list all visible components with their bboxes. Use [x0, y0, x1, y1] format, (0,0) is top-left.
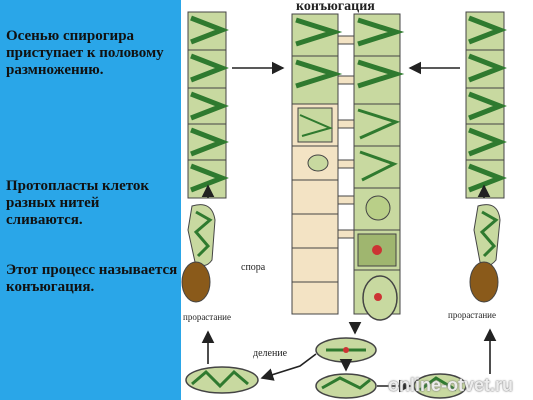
watermark: online-otvet.ru — [388, 375, 513, 396]
bottom-left-zygote — [186, 367, 258, 393]
label-germination-left: прорастание — [183, 312, 231, 322]
left-filament — [188, 12, 226, 198]
bottom-right-zygote — [316, 374, 376, 398]
label-germination-right: прорастание — [448, 310, 496, 320]
right-filament — [466, 12, 504, 198]
label-division: деление — [253, 348, 288, 359]
conjugating-filament-b — [354, 14, 400, 314]
label-spore: спора — [241, 262, 266, 273]
diagram-title: конъюгация — [296, 0, 375, 14]
conjugating-filament-a — [292, 14, 338, 314]
right-germination-zygote — [470, 205, 500, 302]
conjugation-bridges — [338, 36, 354, 238]
spore-zygote — [363, 276, 397, 320]
dividing-zygote — [316, 338, 376, 362]
left-germination-zygote — [182, 205, 215, 302]
